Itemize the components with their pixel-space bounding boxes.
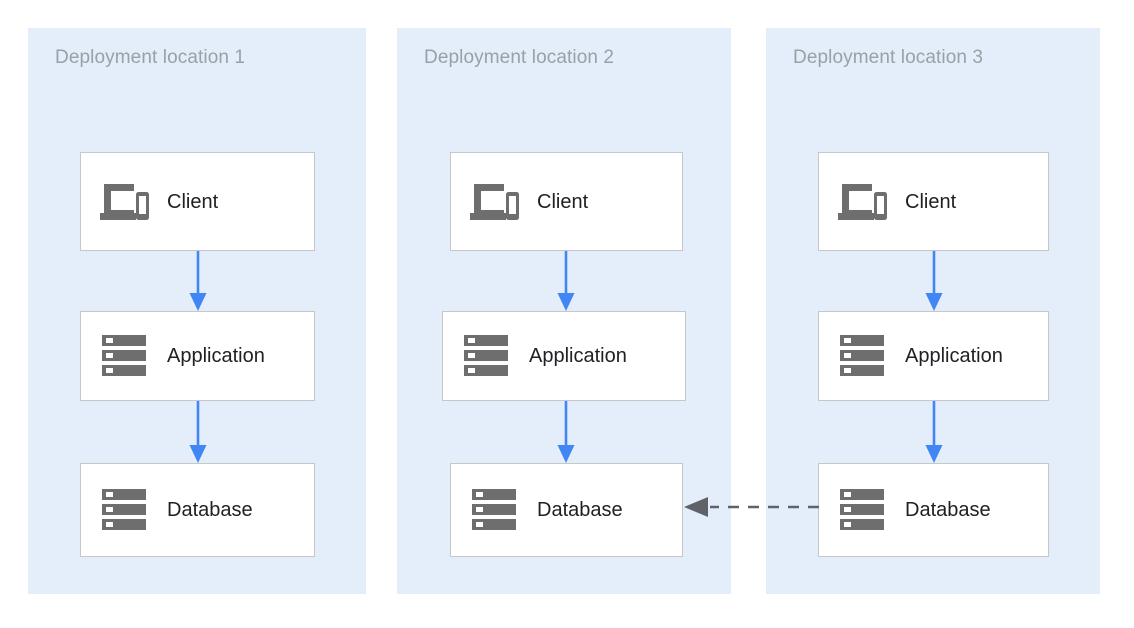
server-stack-icon bbox=[81, 333, 167, 379]
deployment-location-3-client-label: Client bbox=[905, 190, 957, 213]
deployment-location-3-arrow-client-to-application bbox=[922, 251, 946, 312]
deployment-location-1-database-label: Database bbox=[167, 499, 253, 521]
deployment-location-1-arrow-client-to-application bbox=[186, 251, 210, 312]
deployment-location-2-arrow-client-to-application bbox=[554, 251, 578, 312]
deployment-location-2-title: Deployment location 2 bbox=[424, 47, 615, 68]
database-replication-arrow-location3-to-location2 bbox=[680, 496, 820, 518]
deployment-location-2-application-label: Application bbox=[529, 345, 627, 367]
deployment-location-2-client-node[interactable]: Client bbox=[450, 152, 683, 251]
deployment-location-3-title: Deployment location 3 bbox=[793, 47, 984, 68]
deployment-location-1-client-label: Client bbox=[167, 190, 219, 213]
deployment-location-2-arrow-application-to-database bbox=[554, 401, 578, 464]
deployment-location-1-application-node[interactable]: Application bbox=[80, 311, 315, 401]
deployment-location-2-application-node[interactable]: Application bbox=[442, 311, 686, 401]
deployment-location-1-client-node[interactable]: Client bbox=[80, 152, 315, 251]
client-devices-icon bbox=[81, 180, 167, 224]
client-devices-icon bbox=[451, 180, 537, 224]
deployment-location-1-arrow-application-to-database bbox=[186, 401, 210, 464]
deployment-location-3-database-label: Database bbox=[905, 499, 991, 521]
deployment-location-1-title: Deployment location 1 bbox=[55, 47, 246, 68]
deployment-location-3-arrow-application-to-database bbox=[922, 401, 946, 464]
client-devices-icon bbox=[819, 180, 905, 224]
server-stack-icon bbox=[443, 333, 529, 379]
deployment-location-2-database-label: Database bbox=[537, 499, 623, 521]
server-stack-icon bbox=[451, 487, 537, 533]
deployment-location-3-client-node[interactable]: Client bbox=[818, 152, 1049, 251]
deployment-location-1-application-label: Application bbox=[167, 345, 265, 367]
server-stack-icon bbox=[81, 487, 167, 533]
deployment-location-3-database-node[interactable]: Database bbox=[818, 463, 1049, 557]
deployment-location-2-client-label: Client bbox=[537, 190, 589, 213]
deployment-location-2-database-node[interactable]: Database bbox=[450, 463, 683, 557]
deployment-location-1-database-node[interactable]: Database bbox=[80, 463, 315, 557]
deployment-location-3-application-node[interactable]: Application bbox=[818, 311, 1049, 401]
server-stack-icon bbox=[819, 487, 905, 533]
server-stack-icon bbox=[819, 333, 905, 379]
deployment-location-3-application-label: Application bbox=[905, 345, 1003, 367]
